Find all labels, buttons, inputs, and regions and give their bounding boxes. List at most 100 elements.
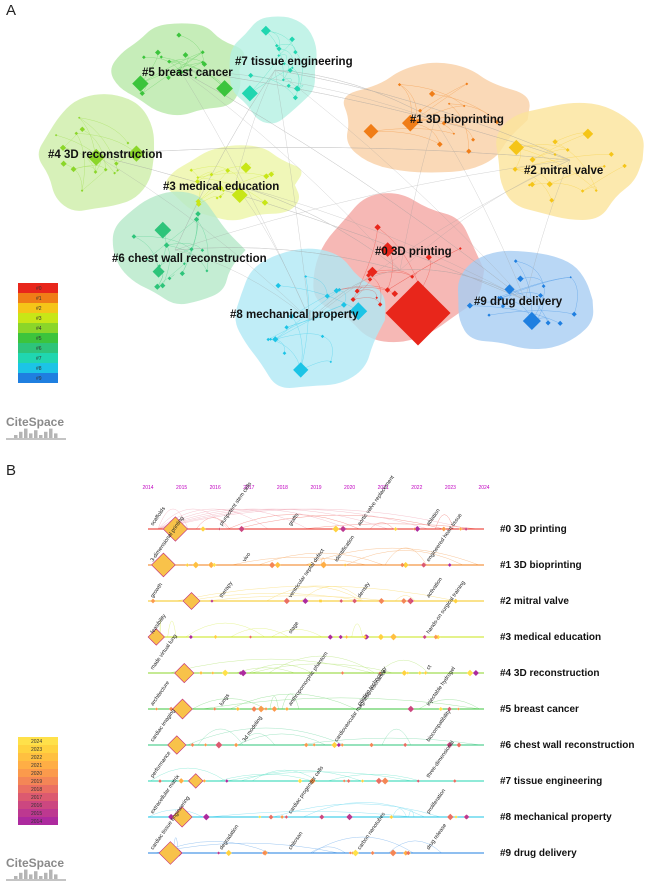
inter-cluster-edge [399, 119, 436, 271]
timeline-node [235, 707, 240, 711]
major-node-diamond [385, 280, 451, 346]
cluster-node [277, 54, 281, 58]
cluster-edge [399, 84, 418, 121]
legend-swatch [18, 363, 58, 373]
timeline-keyword: proliferation [426, 788, 447, 815]
timeline-node [406, 850, 411, 856]
timeline-major-node [147, 628, 165, 646]
cluster-node [139, 90, 145, 97]
logo-bar [24, 869, 28, 879]
cluster-node [80, 189, 84, 192]
timeline-keyword: three-dimensional [426, 740, 456, 779]
inter-cluster-edge [94, 154, 311, 321]
inter-cluster-edge [94, 147, 571, 161]
cluster-edge [582, 186, 597, 192]
co-citation-arc [154, 842, 339, 854]
co-citation-arc [205, 595, 389, 602]
co-citation-arc [305, 547, 479, 566]
cluster-node [545, 320, 551, 326]
year-tick-label: 2020 [344, 485, 355, 491]
cluster-edge [515, 169, 552, 201]
cluster-edge [250, 75, 296, 98]
timeline-keyword: scaffolds [150, 506, 167, 527]
cluster-node [374, 224, 381, 231]
logo-bar [19, 872, 23, 879]
cluster-network-map: #0 3D printing#1 3D bioprinting#2 mitral… [6, 16, 644, 440]
co-citation-arc [235, 667, 295, 674]
timeline-node [406, 671, 410, 675]
legend-label: #6 [36, 346, 42, 352]
timeline-major-node [171, 806, 193, 828]
cluster-node [341, 301, 347, 308]
timeline-node [393, 527, 398, 531]
timeline-keyword: injectable hydrogel [426, 666, 457, 707]
timeline-node [320, 561, 328, 569]
co-citation-arc [301, 586, 364, 602]
inter-cluster-edge [274, 69, 311, 321]
timeline-node [454, 815, 458, 819]
cluster-node [93, 170, 98, 174]
cluster-edge [275, 304, 344, 340]
logo-bar [44, 872, 48, 879]
timeline-node [257, 705, 265, 713]
timeline-node [336, 742, 341, 748]
cluster-label-1-3d-bioprinting: #1 3D bioprinting [410, 114, 504, 126]
timeline-node [319, 599, 323, 603]
co-citation-arc [369, 522, 394, 530]
year-tick-label: 2024 [478, 485, 489, 491]
timeline-node [339, 599, 344, 603]
inter-cluster-edge [274, 69, 571, 161]
timeline-label-3-medical-education: #3 medical education [500, 632, 601, 643]
timeline-node [370, 851, 375, 855]
cluster-node [533, 320, 538, 325]
timeline-node [346, 813, 353, 821]
inter-cluster-edge [234, 69, 276, 186]
co-citation-arc [311, 836, 414, 854]
legend-swatch [18, 323, 58, 333]
cluster-edge [516, 147, 597, 191]
timeline-keyword: activation [426, 577, 444, 599]
legend-label: #9 [36, 376, 42, 382]
co-citation-arc [299, 737, 481, 746]
inter-cluster-edge [174, 69, 276, 251]
legend-label: #7 [36, 356, 42, 362]
timeline-node [352, 849, 359, 857]
cluster-node [622, 163, 627, 169]
timeline-label-1-3d-bioprinting: #1 3D bioprinting [500, 560, 582, 571]
year-tick-label: 2019 [310, 485, 321, 491]
cluster-edge [275, 289, 340, 340]
cluster-label-0-3d-printing: #0 3D printing [375, 246, 452, 258]
cluster-node [209, 172, 214, 177]
co-citation-arc [196, 517, 230, 530]
co-citation-arc [269, 696, 279, 710]
cluster-node [132, 75, 149, 92]
cluster-edge [275, 333, 323, 340]
timeline-keyword: chitosan [288, 831, 305, 851]
cluster-edge [191, 170, 201, 202]
year-legend-swatch [18, 745, 58, 753]
cluster-node [261, 199, 269, 206]
timeline-keyword: density [357, 581, 372, 599]
timeline-node [268, 561, 276, 569]
co-citation-arc [192, 698, 266, 710]
logo-bar [49, 869, 53, 879]
timeline-node [258, 815, 262, 819]
timeline-node [346, 779, 351, 783]
cluster-edge [114, 169, 120, 174]
cluster-edge [432, 93, 498, 123]
cluster-node [602, 164, 606, 168]
co-citation-arc [271, 629, 323, 638]
timeline-node [378, 597, 385, 605]
timeline-node [446, 742, 453, 748]
inter-cluster-edge [174, 249, 311, 321]
co-citation-arc [185, 622, 265, 638]
timeline-node [400, 598, 407, 604]
cluster-node [145, 257, 149, 261]
timeline-node [213, 707, 217, 711]
legend-swatch [18, 333, 58, 343]
year-tick-label: 2018 [277, 485, 288, 491]
timeline-node [466, 669, 474, 677]
legend-label: #0 [36, 286, 42, 292]
cluster-edge [196, 219, 209, 271]
cluster-node [116, 169, 119, 172]
